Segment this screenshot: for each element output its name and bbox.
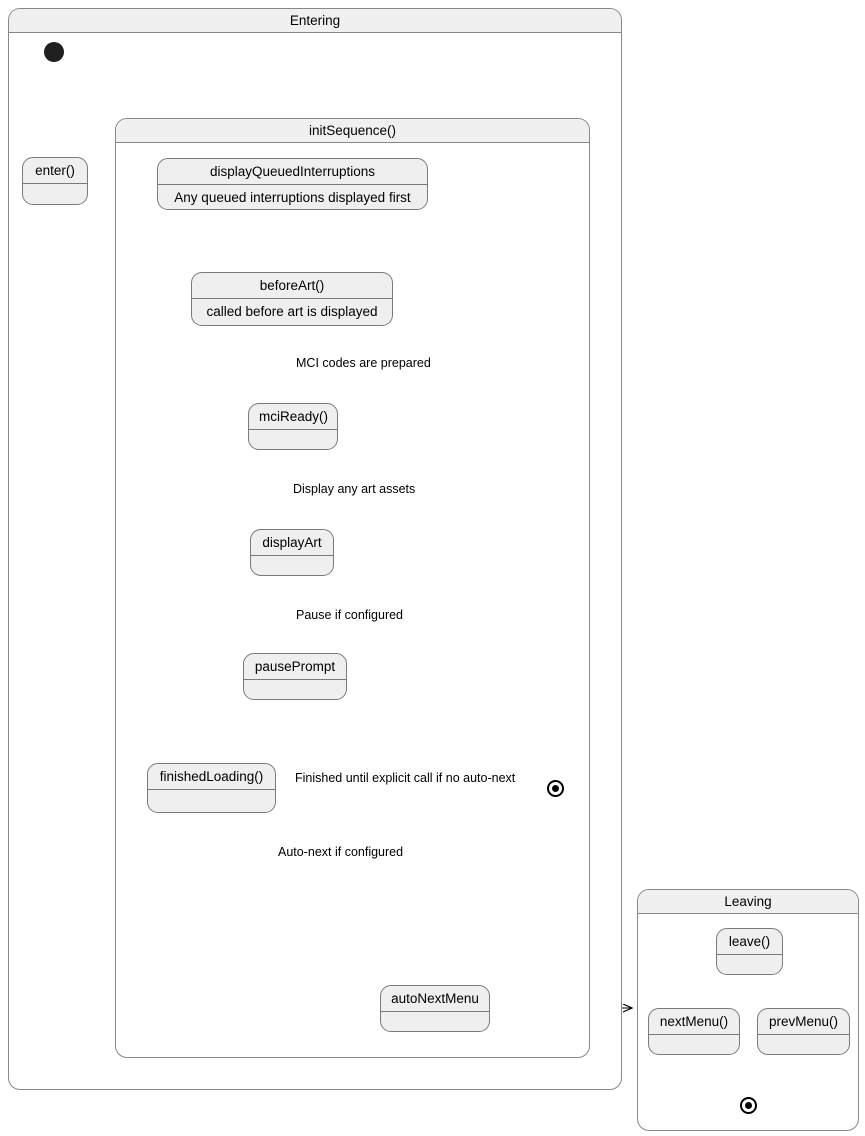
state-separator — [717, 953, 782, 955]
state-body-enter — [23, 184, 87, 205]
composite-title-init-sequence: initSequence() — [116, 119, 589, 143]
state-separator — [649, 1033, 739, 1035]
state-body-finished-loading — [148, 790, 275, 813]
state-separator — [251, 554, 333, 556]
composite-title-entering: Entering — [9, 9, 621, 33]
state-body-mci-ready — [249, 430, 337, 450]
composite-state-init-sequence[interactable]: initSequence() — [115, 118, 590, 1058]
state-body-next-menu — [649, 1035, 739, 1055]
state-leave[interactable]: leave() — [716, 928, 783, 975]
state-body-display-queued-interruptions: Any queued interruptions displayed first — [174, 189, 411, 205]
state-body-display-art — [251, 556, 333, 576]
state-separator — [244, 678, 346, 680]
state-display-art[interactable]: displayArt — [250, 529, 334, 576]
state-title-leave: leave() — [728, 934, 771, 949]
state-separator — [148, 788, 275, 790]
state-pause-prompt[interactable]: pausePrompt — [243, 653, 347, 700]
final-state-inner-dot — [552, 785, 559, 792]
state-separator — [158, 183, 427, 185]
state-display-queued-interruptions[interactable]: displayQueuedInterruptions Any queued in… — [157, 158, 428, 210]
state-before-art[interactable]: beforeArt() called before art is display… — [191, 272, 393, 326]
state-prev-menu[interactable]: prevMenu() — [757, 1008, 850, 1055]
state-title-next-menu: nextMenu() — [659, 1014, 729, 1029]
state-body-leave — [717, 955, 782, 975]
state-finished-loading[interactable]: finishedLoading() — [147, 763, 276, 813]
state-auto-next-menu[interactable]: autoNextMenu — [380, 985, 490, 1032]
state-title-mci-ready: mciReady() — [259, 409, 329, 424]
final-state-inner-dot — [745, 1102, 752, 1109]
state-body-pause-prompt — [244, 680, 346, 700]
state-title-prev-menu: prevMenu() — [768, 1014, 839, 1029]
state-separator — [249, 428, 337, 430]
state-title-pause-prompt: pausePrompt — [254, 659, 336, 674]
state-title-display-queued-interruptions: displayQueuedInterruptions — [209, 164, 376, 179]
state-separator — [23, 182, 87, 184]
state-title-before-art: beforeArt() — [259, 278, 325, 293]
transition-label-mci-codes-prepared: MCI codes are prepared — [296, 356, 431, 370]
state-separator — [758, 1033, 849, 1035]
transition-label-display-any-art-assets: Display any art assets — [293, 482, 416, 496]
state-title-enter: enter() — [35, 163, 75, 178]
state-body-prev-menu — [758, 1035, 849, 1055]
state-separator — [192, 297, 392, 299]
state-title-display-art: displayArt — [262, 535, 322, 550]
state-separator — [381, 1010, 489, 1012]
state-body-auto-next-menu — [381, 1012, 489, 1032]
initial-state-node — [44, 42, 64, 62]
final-state-node-leaving — [740, 1097, 757, 1114]
state-body-before-art: called before art is displayed — [206, 303, 378, 319]
transition-label-pause-if-configured: Pause if configured — [296, 608, 404, 622]
transition-label-auto-next-if-configured: Auto-next if configured — [278, 845, 404, 859]
transition-label-finished-until-explicit-call: Finished until explicit call if no auto-… — [295, 771, 516, 785]
state-next-menu[interactable]: nextMenu() — [648, 1008, 740, 1055]
state-title-finished-loading: finishedLoading() — [159, 769, 264, 784]
state-mci-ready[interactable]: mciReady() — [248, 403, 338, 450]
composite-title-leaving: Leaving — [638, 890, 858, 914]
final-state-node-entering — [547, 780, 564, 797]
state-title-auto-next-menu: autoNextMenu — [391, 991, 479, 1006]
state-enter[interactable]: enter() — [22, 157, 88, 205]
